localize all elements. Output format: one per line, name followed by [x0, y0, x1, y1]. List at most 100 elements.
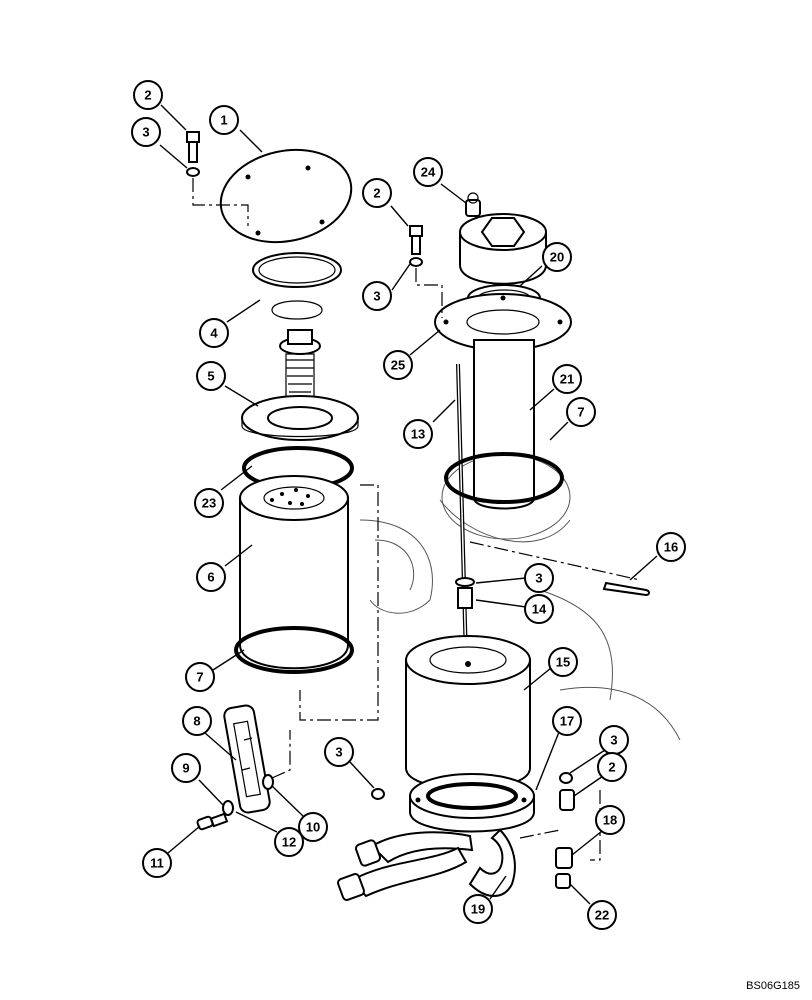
svg-text:18: 18 — [603, 813, 617, 828]
svg-text:20: 20 — [550, 250, 564, 265]
assembly-line-7 — [519, 829, 561, 839]
callout-14: 14 — [524, 594, 554, 624]
svg-text:3: 3 — [535, 571, 542, 586]
svg-text:22: 22 — [595, 908, 609, 923]
callout-6: 6 — [196, 562, 226, 592]
svg-text:17: 17 — [560, 714, 574, 729]
return-filter-element — [405, 635, 531, 790]
callout-21: 21 — [552, 364, 582, 394]
svg-text:13: 13 — [411, 427, 425, 442]
callout-3: 3 — [131, 117, 161, 147]
svg-text:16: 16 — [664, 540, 678, 555]
callout-3: 3 — [524, 563, 554, 593]
cap-screw-right-top — [409, 225, 423, 255]
mesh-filter-element — [239, 475, 349, 670]
gauge-seal — [222, 800, 234, 816]
cap-screw-right-side — [559, 789, 575, 811]
breather-cap — [459, 192, 547, 285]
callout-2: 2 — [597, 752, 627, 782]
strainer-screen — [473, 339, 535, 510]
o-ring-lower-left — [234, 626, 354, 674]
assembly-line-5 — [469, 541, 641, 581]
washer-left — [186, 167, 200, 177]
elbow-fitting — [555, 847, 573, 869]
retaining-ring — [252, 252, 342, 288]
cover-plate — [219, 148, 353, 244]
callout-8: 8 — [182, 706, 212, 736]
washer-right-mid — [371, 788, 385, 800]
svg-text:25: 25 — [391, 358, 405, 373]
svg-text:7: 7 — [196, 670, 203, 685]
svg-text:3: 3 — [610, 733, 617, 748]
svg-text:2: 2 — [144, 88, 151, 103]
assembly-line-6 — [590, 790, 601, 861]
dipstick-rod — [456, 363, 468, 661]
svg-text:23: 23 — [202, 496, 216, 511]
svg-text:8: 8 — [193, 714, 200, 729]
callout-3: 3 — [362, 281, 392, 311]
callout-12: 12 — [274, 827, 304, 857]
assembly-line-3 — [271, 730, 291, 779]
callout-23: 23 — [194, 488, 224, 518]
svg-text:14: 14 — [532, 602, 547, 617]
callout-11: 11 — [142, 848, 172, 878]
callout-18: 18 — [595, 805, 625, 835]
assembly-line-1 — [192, 178, 249, 226]
drawing-reference-code: BS06G185 — [746, 980, 800, 992]
svg-text:5: 5 — [207, 369, 214, 384]
svg-text:12: 12 — [282, 835, 296, 850]
svg-text:3: 3 — [142, 125, 149, 140]
svg-text:6: 6 — [207, 570, 214, 585]
callout-3: 3 — [324, 737, 354, 767]
callout-3: 3 — [599, 725, 629, 755]
callout-19: 19 — [463, 894, 493, 924]
callout-2: 2 — [133, 80, 163, 110]
callout-13: 13 — [403, 419, 433, 449]
o-ring-right — [444, 452, 564, 504]
callout-9: 9 — [171, 753, 201, 783]
assembly-line-4 — [415, 268, 443, 318]
callout-15: 15 — [548, 647, 578, 677]
plug — [555, 873, 571, 889]
svg-text:15: 15 — [556, 655, 570, 670]
gauge-washer — [262, 774, 274, 790]
svg-text:7: 7 — [577, 405, 584, 420]
sight-gauge — [223, 704, 271, 814]
svg-text:21: 21 — [560, 372, 574, 387]
svg-text:3: 3 — [335, 745, 342, 760]
washer-right-side — [559, 772, 573, 784]
svg-text:1: 1 — [220, 113, 227, 128]
callout-7: 7 — [566, 397, 596, 427]
cap-screw-left — [186, 131, 200, 163]
callout-5: 5 — [196, 361, 226, 391]
callout-7: 7 — [185, 662, 215, 692]
svg-text:11: 11 — [150, 856, 164, 871]
leader-lines — [159, 104, 658, 905]
svg-text:2: 2 — [608, 760, 615, 775]
svg-text:9: 9 — [182, 761, 189, 776]
return-tubes — [337, 828, 516, 901]
svg-text:24: 24 — [421, 165, 436, 180]
svg-text:2: 2 — [373, 186, 380, 201]
callout-24: 24 — [413, 157, 443, 187]
valve-seat-plate — [241, 395, 359, 441]
callout-16: 16 — [656, 532, 686, 562]
assembly-line-2 — [299, 484, 379, 721]
callout-17: 17 — [552, 706, 582, 736]
retaining-pin — [602, 581, 650, 597]
svg-text:4: 4 — [210, 326, 218, 341]
dipstick-grommet — [455, 577, 475, 609]
svg-text:19: 19 — [471, 902, 485, 917]
callout-10: 10 — [298, 812, 328, 842]
callout-1: 1 — [209, 105, 239, 135]
callout-22: 22 — [587, 900, 617, 930]
tank-housing-outline — [359, 454, 681, 741]
callout-25: 25 — [383, 350, 413, 380]
gauge-screw — [196, 812, 229, 831]
washer-right-top — [409, 257, 423, 267]
callout-2: 2 — [362, 178, 392, 208]
svg-text:10: 10 — [306, 820, 320, 835]
filter-base-flange — [409, 773, 535, 833]
callout-4: 4 — [199, 318, 229, 348]
